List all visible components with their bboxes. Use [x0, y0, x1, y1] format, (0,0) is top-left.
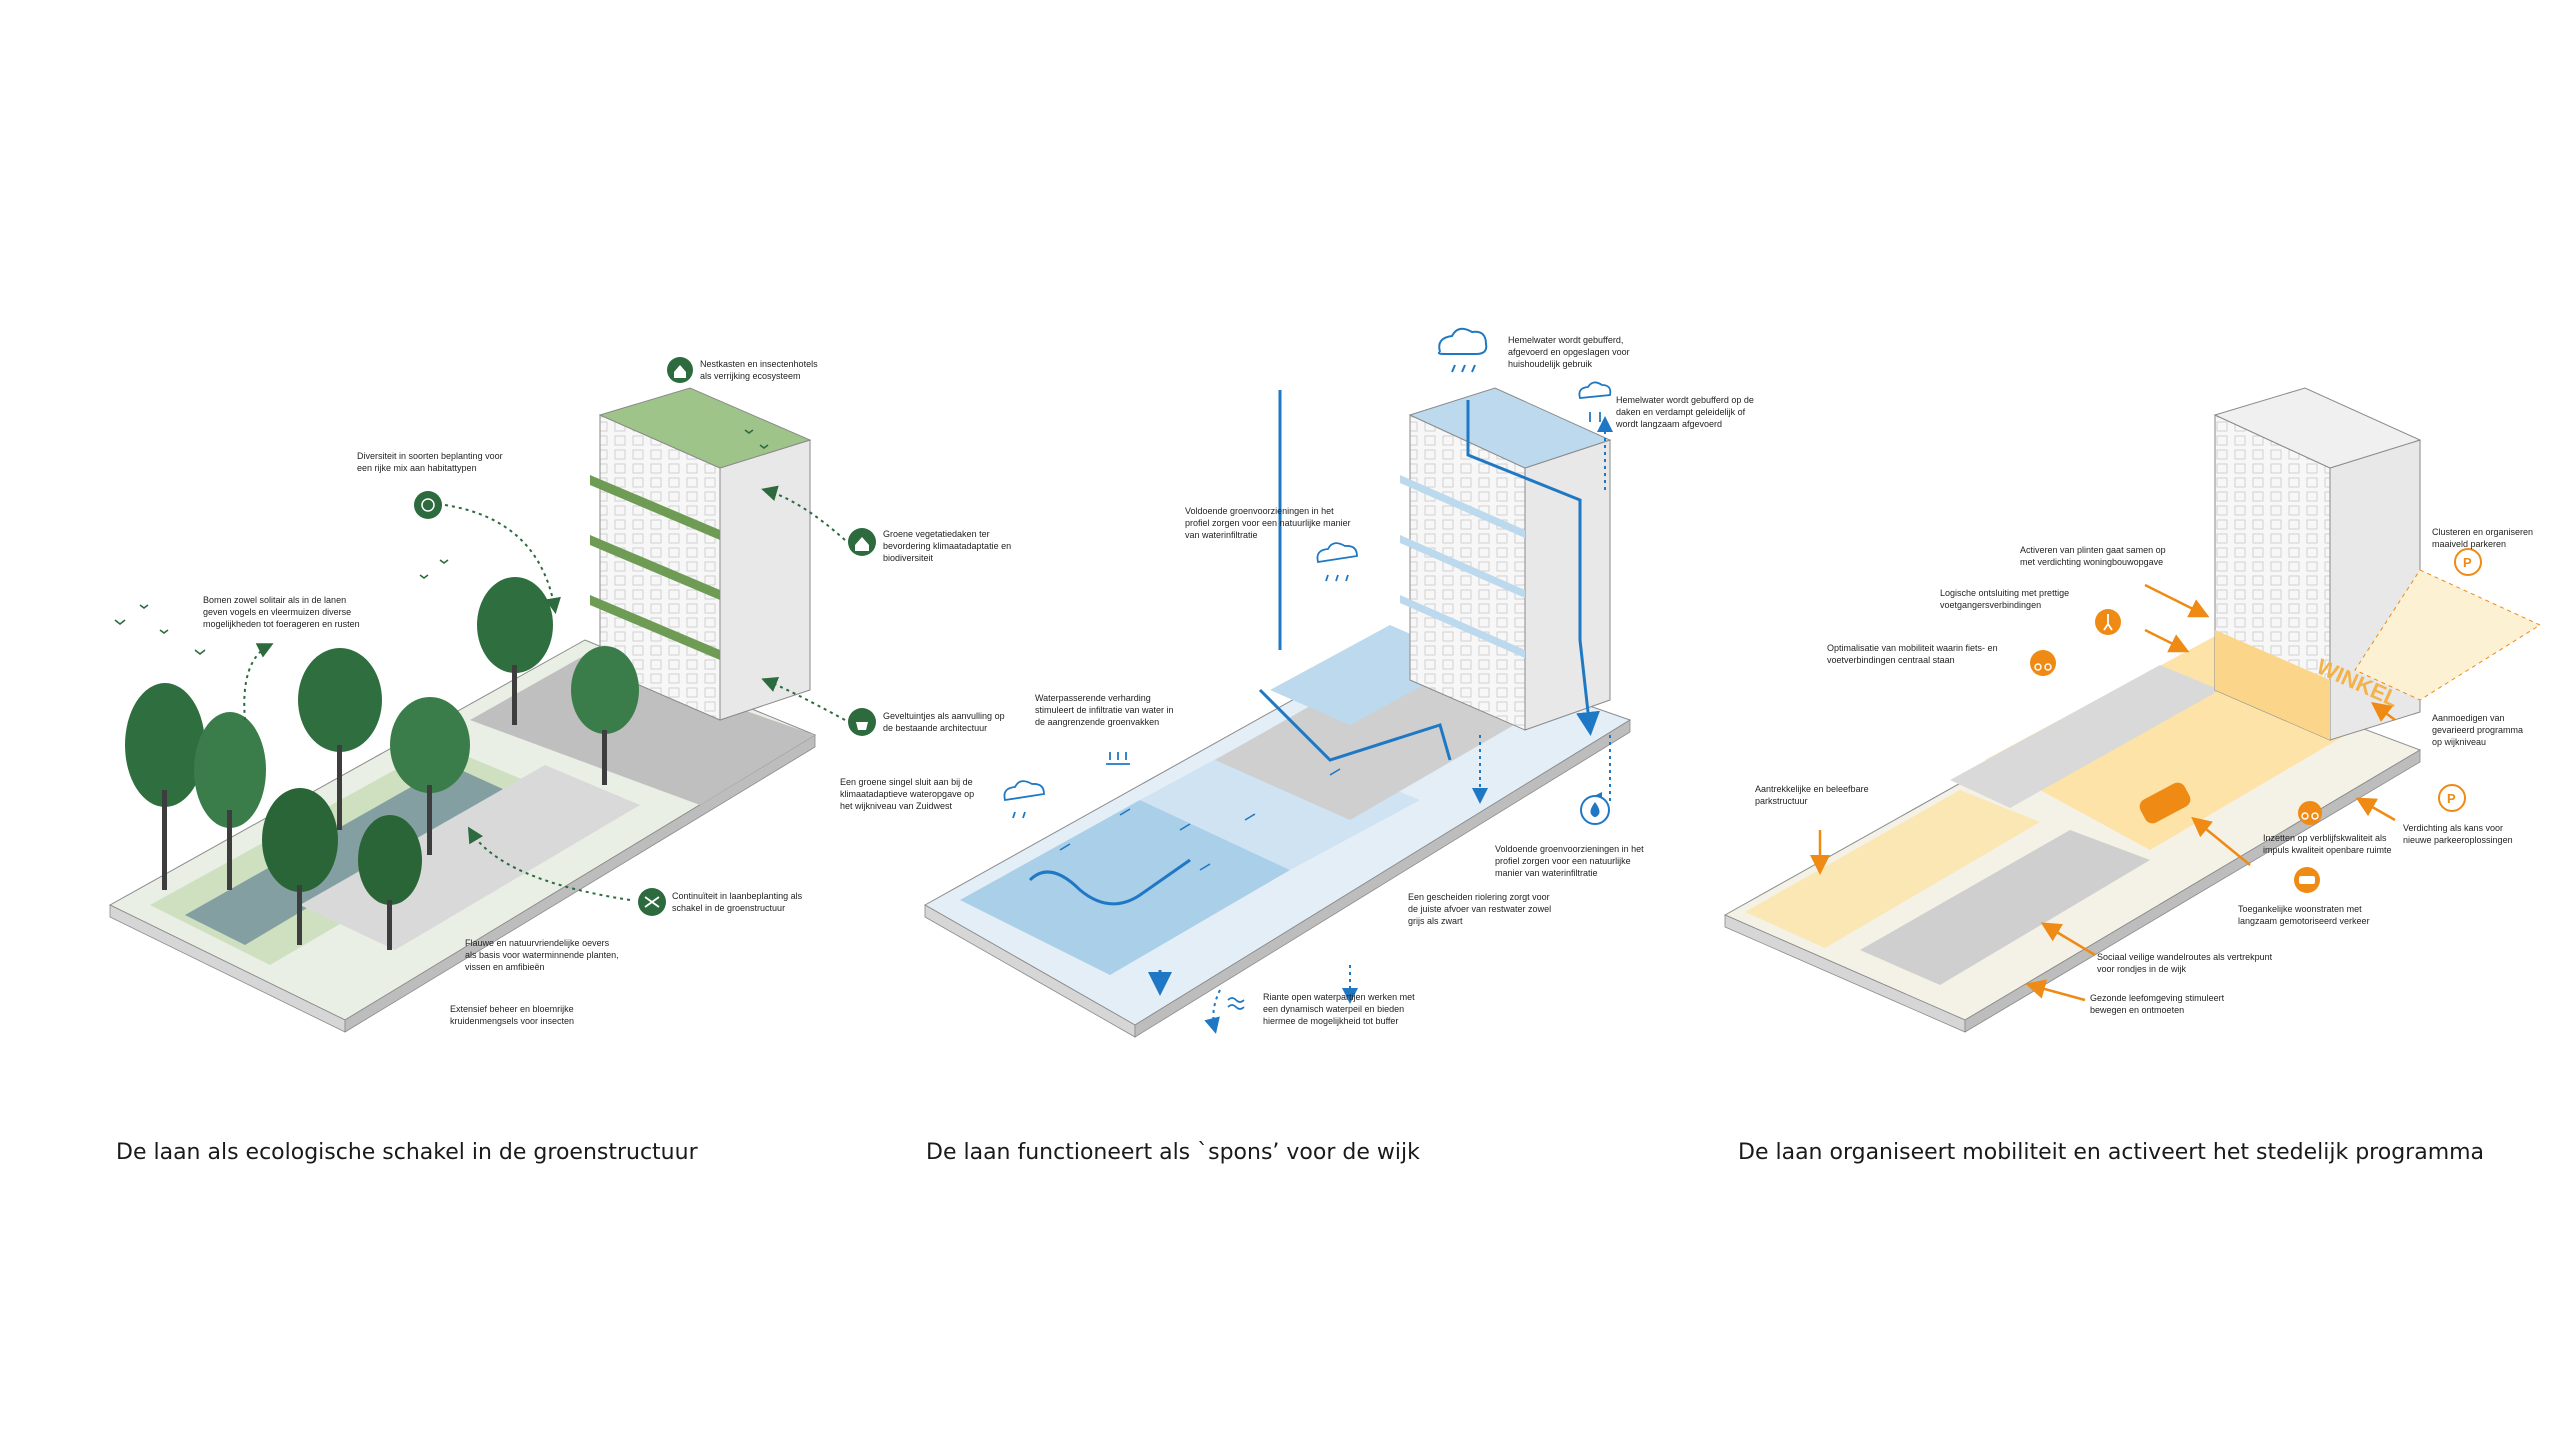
svg-text:Riante open waterpartijen werk: Riante open waterpartijen werken meteen …: [1263, 992, 1415, 1026]
eco-plaza: [470, 655, 815, 805]
svg-text:Sociaal veilige wandelroutes a: Sociaal veilige wandelroutes als vertrek…: [2097, 952, 2273, 974]
caption-water: De laan functioneert als `spons’ voor de…: [926, 1140, 1420, 1165]
bicycle-icon: [2030, 650, 2056, 676]
parking-area: [2354, 569, 2542, 701]
svg-text:Diversiteit in soorten beplant: Diversiteit in soorten beplanting vooree…: [357, 451, 503, 473]
svg-text:P: P: [2447, 791, 2456, 806]
water-building: [1400, 387, 1612, 731]
infiltration-icon: [1106, 752, 1130, 765]
rain-cloud-icon: [1003, 780, 1045, 819]
evaporation-icon: [1578, 381, 1612, 422]
svg-text:Extensief beheer en bloemrijke: Extensief beheer en bloemrijkekruidenmen…: [450, 1004, 574, 1026]
panel-ecology: [108, 387, 846, 1033]
svg-text:Optimalisatie van mobiliteit w: Optimalisatie van mobiliteit waarin fiet…: [1827, 643, 1998, 665]
waves-icon: [1227, 997, 1245, 1010]
mob-annotation-sociaal: Sociaal veilige wandelroutes als vertrek…: [2097, 952, 2273, 974]
car-parked: [2139, 782, 2191, 824]
mob-grey-street: [1950, 665, 2220, 808]
mob-road: [1860, 830, 2150, 985]
mob-park-strip: [1745, 790, 2040, 948]
water-pond-right: [1140, 735, 1420, 870]
panel-water: [923, 387, 1632, 1038]
rain-cloud-icon: [1316, 542, 1358, 582]
svg-text:Logische ontsluiting met prett: Logische ontsluiting met prettigevoetgan…: [1940, 588, 2069, 610]
eco-trees: [125, 577, 639, 950]
water-small-arrows: [1059, 768, 1341, 871]
parking-icon: [2438, 784, 2466, 812]
water-pond-left: [960, 800, 1290, 975]
flower-icon: [414, 491, 442, 519]
bicycle-icon: [2298, 801, 2322, 825]
svg-text:Voldoende groenvoorzieningen i: Voldoende groenvoorzieningen in hetprofi…: [1495, 844, 1644, 878]
mob-annotation-optimalisatie: Optimalisatie van mobiliteit waarin fiet…: [1827, 643, 2056, 676]
svg-text:Hemelwater wordt gebufferd,afg: Hemelwater wordt gebufferd,afgevoerd en …: [1508, 335, 1630, 369]
svg-text:Continuïteit in laanbeplanting: Continuïteit in laanbeplanting alsschake…: [672, 891, 803, 913]
svg-text:Inzetten op verblijfskwaliteit: Inzetten op verblijfskwaliteit alsimpuls…: [2263, 833, 2392, 855]
panel-mobility: WINKEL: [1723, 387, 2542, 1033]
eco-water: [185, 765, 505, 945]
water-annotation-hemelwater-1: Hemelwater wordt gebufferd,afgevoerd en …: [1437, 327, 1630, 373]
svg-text:P: P: [2463, 555, 2472, 570]
birds-decoration: [114, 429, 769, 656]
svg-text:Een groene singel sluit aan bi: Een groene singel sluit aan bij deklimaa…: [840, 777, 974, 811]
parking-icon: [2454, 548, 2482, 576]
caption-ecology: De laan als ecologische schakel in de gr…: [116, 1140, 698, 1165]
rain-cloud-icon: [1437, 327, 1488, 373]
caption-mobility: De laan organiseert mobiliteit en active…: [1738, 1140, 2485, 1165]
eco-building: [590, 387, 812, 721]
svg-text:Voldoende groenvoorzieningen i: Voldoende groenvoorzieningen in hetprofi…: [1185, 506, 1351, 540]
svg-text:Bomen zowel solitair als in de: Bomen zowel solitair als in de lanengeve…: [203, 595, 360, 629]
